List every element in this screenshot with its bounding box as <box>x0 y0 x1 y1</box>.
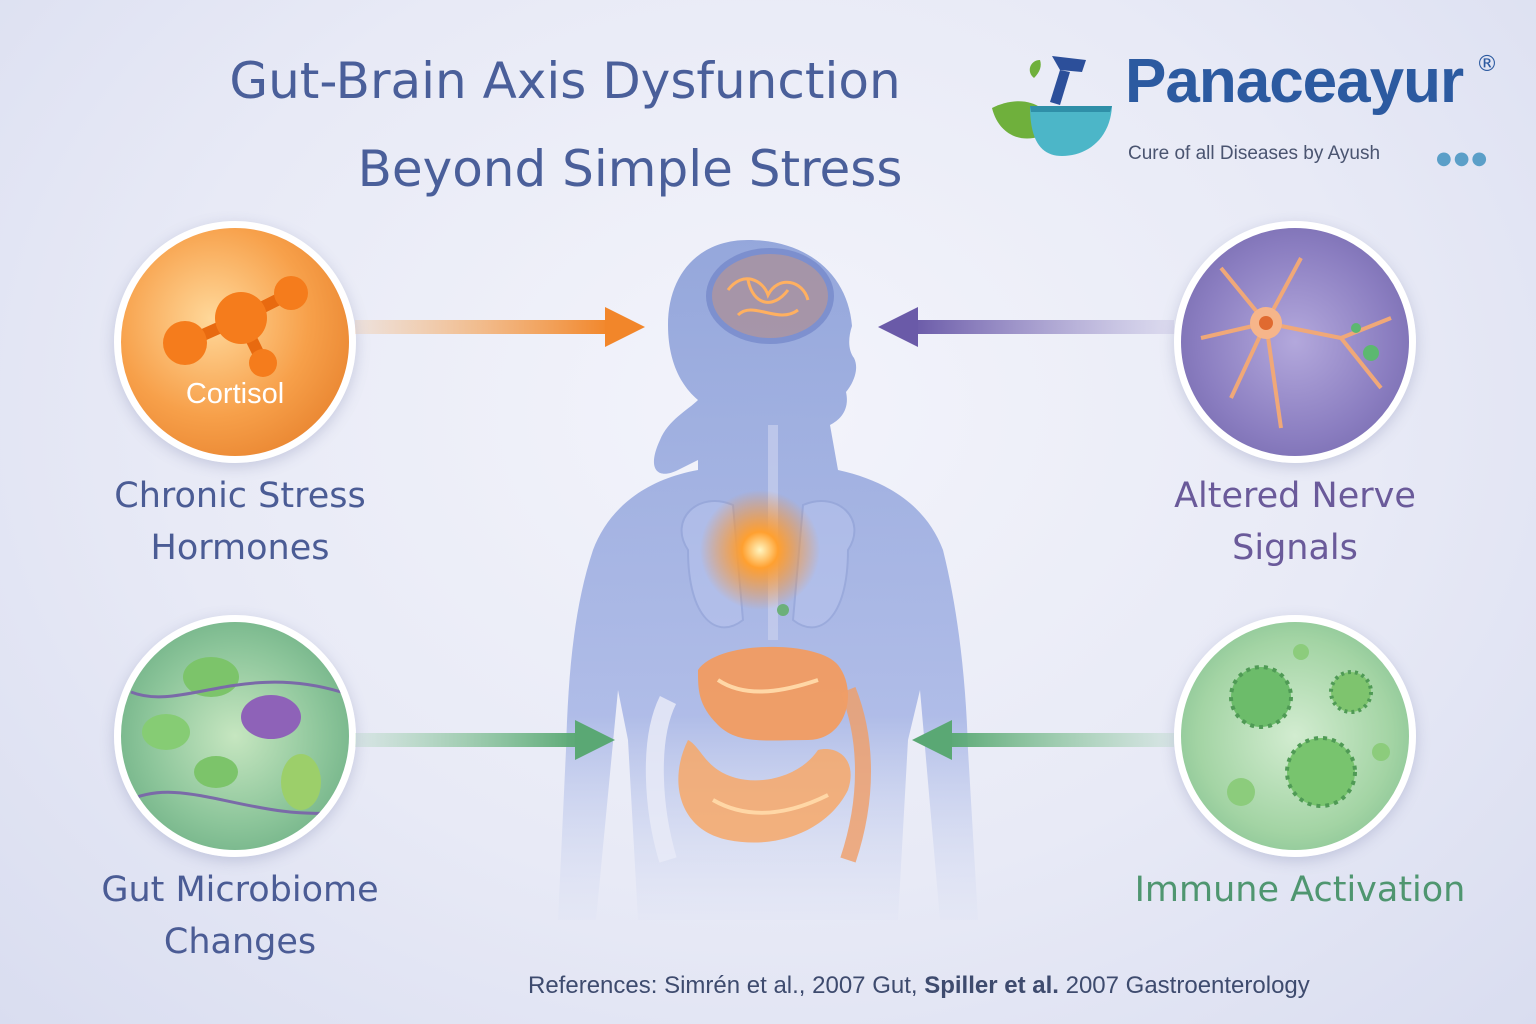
label-chronic-stress: Chronic Stress Hormones <box>114 476 366 568</box>
neuron-icon <box>1181 228 1409 456</box>
molecule-icon <box>151 253 321 397</box>
registered-mark: ® <box>1476 52 1498 77</box>
human-body-gut-brain-icon <box>548 220 988 980</box>
label-immune-activation: Immune Activation <box>1134 870 1466 910</box>
cortisol-circle: Cortisol <box>114 221 356 463</box>
title-line-2: Beyond Simple Stress <box>357 140 903 198</box>
references: References: Simrén et al., 2007 Gut, Spi… <box>528 972 1310 1000</box>
microbiome-circle <box>114 615 356 857</box>
nerve-circle <box>1174 221 1416 463</box>
references-prefix: References: <box>528 972 658 999</box>
arrow-nerve-to-brain <box>878 305 1174 353</box>
bacteria-icon <box>121 622 349 850</box>
brand-name[interactable]: Panaceayur <box>1125 47 1464 116</box>
arrow-immune-to-gut <box>912 718 1174 766</box>
reference-1: Simrén et al., 2007 Gut, <box>664 972 918 999</box>
arrow-stress-to-brain <box>355 305 645 353</box>
title-line-1: Gut-Brain Axis Dysfunction <box>229 52 901 110</box>
label-gut-microbiome: Gut Microbiome Changes <box>101 870 379 962</box>
arrow-microbiome-to-gut <box>355 718 615 766</box>
tagline-dots: ●●● <box>1436 148 1490 169</box>
immune-circle <box>1174 615 1416 857</box>
reference-2-author: Spiller et al. <box>924 972 1059 999</box>
cortisol-label: Cortisol <box>185 378 285 410</box>
brand-tagline: Cure of all Diseases by Ayush <box>1128 143 1381 164</box>
mortar-pestle-leaf-icon <box>990 50 1115 160</box>
virus-icon <box>1181 622 1409 850</box>
label-altered-nerve: Altered Nerve Signals <box>1174 476 1416 568</box>
reference-2-source: 2007 Gastroenterology <box>1065 972 1310 999</box>
